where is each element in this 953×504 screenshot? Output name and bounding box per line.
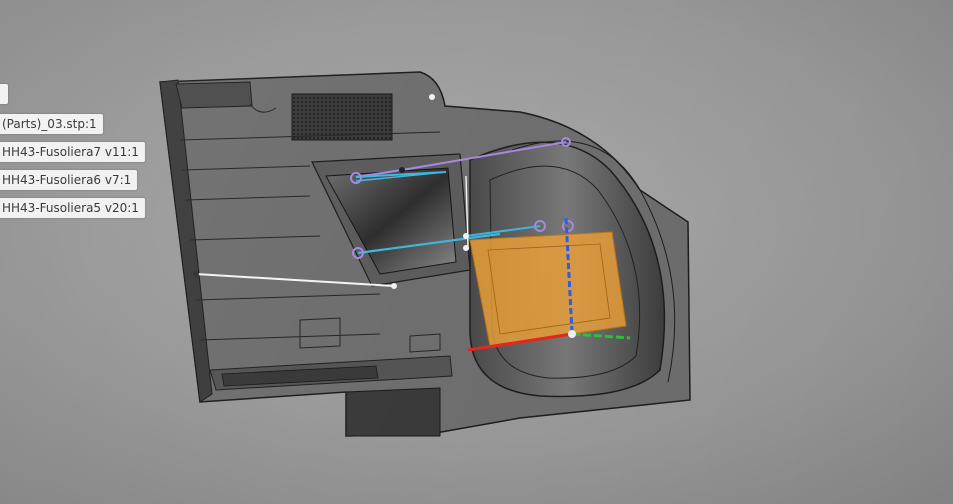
fuselage-left-wall: [159, 79, 213, 403]
browser-item-fusoliera7[interactable]: HH43-Fusoliera7 v11:1: [0, 142, 145, 162]
joint-link-white[interactable]: [195, 273, 395, 287]
joint-link-cyan-upper-2: [355, 171, 447, 182]
joint-point[interactable]: [193, 271, 199, 277]
browser-item-parts-03[interactable]: (Parts)_03.stp:1: [0, 114, 103, 134]
joint-point[interactable]: [463, 245, 469, 251]
fuselage-bottom-block: [345, 387, 441, 437]
joint-point[interactable]: [399, 167, 405, 173]
triad-origin[interactable]: [568, 330, 576, 338]
browser-item-label: HH43-Fusoliera5 v20:1: [2, 201, 139, 215]
fuselage-body[interactable]: [159, 71, 691, 437]
joint-point[interactable]: [463, 233, 469, 239]
browser-item-fusoliera5[interactable]: HH43-Fusoliera5 v20:1: [0, 198, 145, 218]
y-axis-line[interactable]: [571, 332, 631, 340]
joint-point[interactable]: [429, 94, 435, 100]
joint-link-purple[interactable]: [401, 141, 567, 171]
duct-inner-rim: [489, 165, 641, 379]
section-plane-inner: [487, 243, 611, 335]
browser-item-fusoliera6[interactable]: HH43-Fusoliera6 v7:1: [0, 170, 138, 190]
joint-point[interactable]: [391, 283, 397, 289]
browser-item-label: HH43-Fusoliera7 v11:1: [2, 145, 139, 159]
joint-links[interactable]: [195, 141, 567, 287]
joint-points[interactable]: [193, 94, 574, 289]
joint-origin-icon[interactable]: [561, 137, 571, 147]
bulkhead-lines: [179, 103, 441, 353]
vent-grille: [291, 93, 393, 141]
browser-item-label: (Parts)_03.stp:1: [2, 117, 97, 131]
browser-item-label: HH43-Fusoliera6 v7:1: [2, 173, 132, 187]
window-opening: [325, 167, 457, 275]
floor-rail: [221, 365, 379, 387]
browser-panel: (Parts)_03.stp:1 HH43-Fusoliera7 v11:1 H…: [0, 0, 150, 240]
origin-triad-icon[interactable]: [467, 217, 631, 352]
x-axis-line[interactable]: [467, 332, 573, 352]
z-axis-line[interactable]: [564, 217, 574, 333]
joint-origin-icon[interactable]: [534, 220, 546, 232]
joint-link-cyan-lower[interactable]: [357, 232, 501, 255]
joint-origin-icon[interactable]: [352, 247, 364, 259]
fuselage-top-lip: [175, 81, 253, 109]
section-plane[interactable]: [469, 231, 627, 347]
joint-origin-icon[interactable]: [350, 172, 362, 184]
joint-link-cyan-short: [465, 225, 541, 237]
browser-item-blank[interactable]: [0, 84, 8, 104]
